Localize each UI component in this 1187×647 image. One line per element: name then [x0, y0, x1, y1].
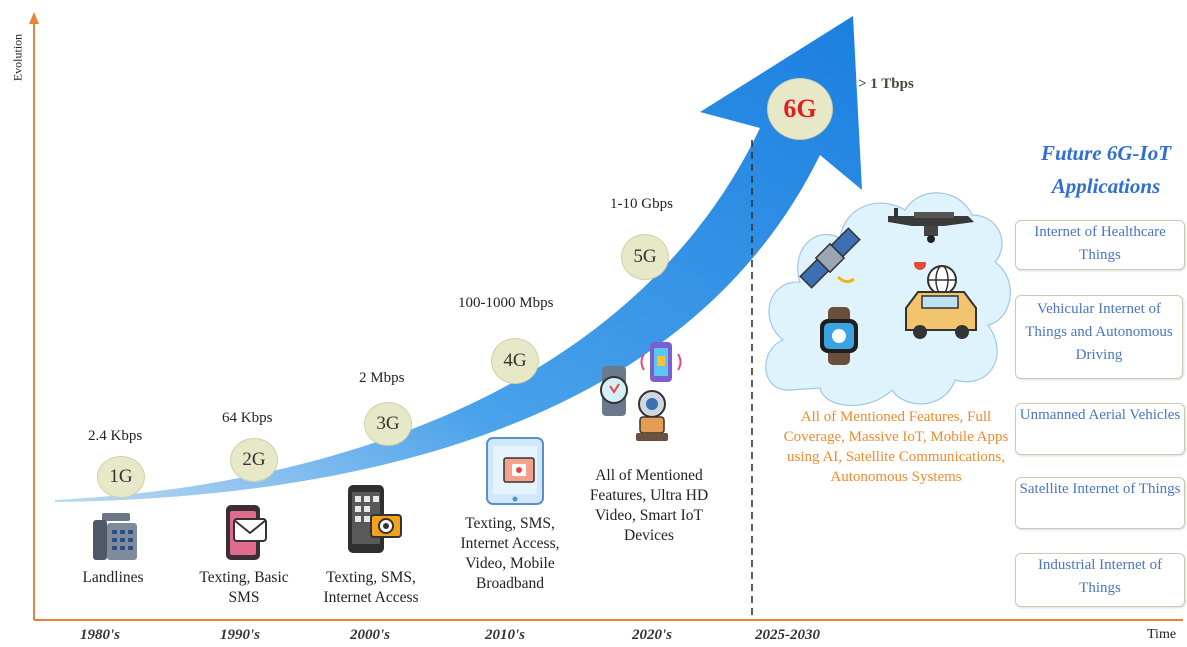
- satellite-icon: [799, 227, 861, 289]
- decade-2010s: 2010's: [485, 627, 526, 643]
- gen-6g-circle: 6G: [767, 78, 833, 140]
- app-uav: Unmanned Aerial Vehicles: [1015, 403, 1185, 455]
- gen-1g-circle: 1G: [97, 456, 145, 498]
- growth-arrow: [55, 16, 862, 502]
- app-vehicular: Vehicular Internet of Things and Autonom…: [1015, 295, 1183, 379]
- y-axis-label: Evolution: [10, 33, 25, 82]
- smartphone-camera-icon: [348, 485, 402, 553]
- decade-2000s: 2000's: [350, 627, 391, 643]
- decade-2025-2030: 2025-2030: [755, 627, 820, 643]
- speed-5g: 1-10 Gbps: [610, 196, 673, 212]
- speed-2g: 64 Kbps: [222, 410, 273, 426]
- speed-3g: 2 Mbps: [359, 370, 405, 386]
- autonomous-car-icon: [905, 262, 977, 339]
- drone-icon: [888, 208, 974, 243]
- speed-6g: > 1 Tbps: [858, 76, 914, 92]
- app-healthcare: Internet of Healthcare Things: [1015, 220, 1185, 270]
- features-1g: Landlines: [82, 569, 144, 586]
- speed-1g: 2.4 Kbps: [88, 428, 143, 444]
- gen-3g-circle: 3G: [364, 402, 412, 446]
- smart-iot-devices-icon: [600, 342, 682, 441]
- tablet-video-icon: [486, 437, 544, 505]
- x-axis-label: Time: [1147, 627, 1177, 642]
- sms-phone-icon: [226, 505, 267, 560]
- applications-title: Future 6G-IoT Applications: [1040, 141, 1172, 198]
- telephone-icon: [93, 513, 137, 560]
- decade-1990s: 1990's: [220, 627, 261, 643]
- features-6g: All of Mentioned Features, Full Coverage…: [783, 409, 1009, 485]
- features-5g: All of Mentioned Features, Ultra HD Vide…: [589, 467, 709, 544]
- speed-4g: 100-1000 Mbps: [458, 295, 554, 311]
- gen-5g-circle: 5G: [621, 234, 669, 280]
- app-industrial: Industrial Internet of Things: [1015, 553, 1185, 607]
- gen-2g-circle: 2G: [230, 438, 278, 482]
- features-2g: Texting, Basic SMS: [199, 569, 289, 606]
- features-3g: Texting, SMS, Internet Access: [323, 569, 419, 606]
- decade-1980s: 1980's: [80, 627, 121, 643]
- gen-4g-circle: 4G: [491, 338, 539, 384]
- features-4g: Texting, SMS, Internet Access, Video, Mo…: [460, 515, 560, 592]
- smartwatch-icon: [820, 307, 858, 365]
- app-satellite: Satellite Internet of Things: [1015, 477, 1185, 529]
- y-axis-arrowhead: [29, 12, 39, 24]
- decade-2020s: 2020's: [632, 627, 673, 643]
